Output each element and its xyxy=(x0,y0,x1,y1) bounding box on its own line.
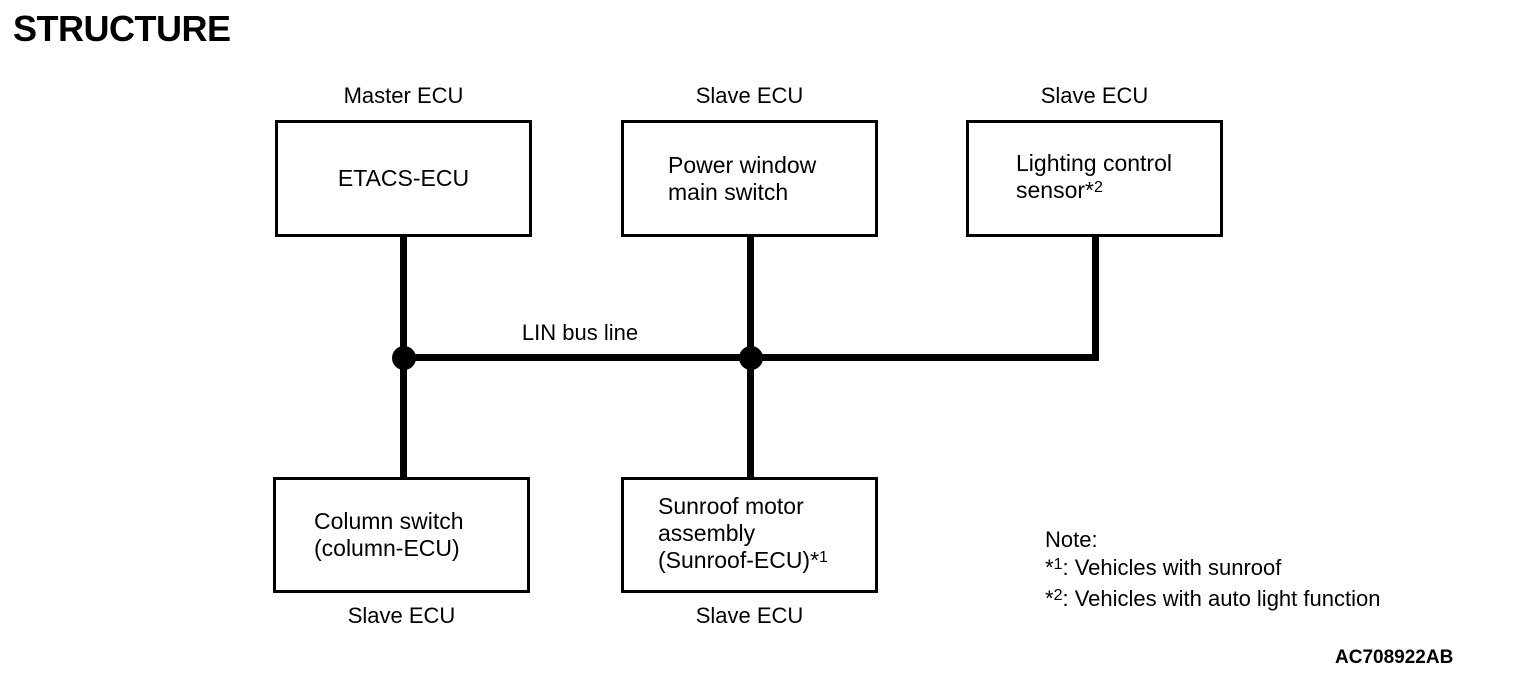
lin-bus-label: LIN bus line xyxy=(521,320,639,345)
note-heading: Note: xyxy=(1045,527,1098,552)
junction-dot-right xyxy=(739,346,763,370)
figure-code: AC708922AB xyxy=(1335,647,1454,668)
role-label-slave-ecu-lighting: Slave ECU xyxy=(1040,83,1149,108)
node-column-switch: Column switch(column-ECU) xyxy=(273,477,530,593)
node-label: Column switch(column-ECU) xyxy=(314,508,464,561)
node-label: ETACS-ECU xyxy=(337,165,470,191)
role-label-master-ecu: Master ECU xyxy=(343,83,464,108)
note-block: Note: *1: Vehicles with sunroof *2: Vehi… xyxy=(1045,526,1380,616)
note-item-auto-light: *2: Vehicles with auto light function xyxy=(1045,586,1381,611)
note-item-sunroof: *1: Vehicles with sunroof xyxy=(1045,555,1282,580)
connector-lighting-sensor xyxy=(1092,234,1099,361)
role-label-slave-ecu-column-switch: Slave ECU xyxy=(347,603,456,628)
node-etacs-ecu: ETACS-ECU xyxy=(275,120,532,237)
role-label-slave-ecu-sunroof: Slave ECU xyxy=(695,603,804,628)
role-label-slave-ecu-power-window: Slave ECU xyxy=(695,83,804,108)
page-title: STRUCTURE xyxy=(13,8,231,49)
junction-dot-left xyxy=(392,346,416,370)
